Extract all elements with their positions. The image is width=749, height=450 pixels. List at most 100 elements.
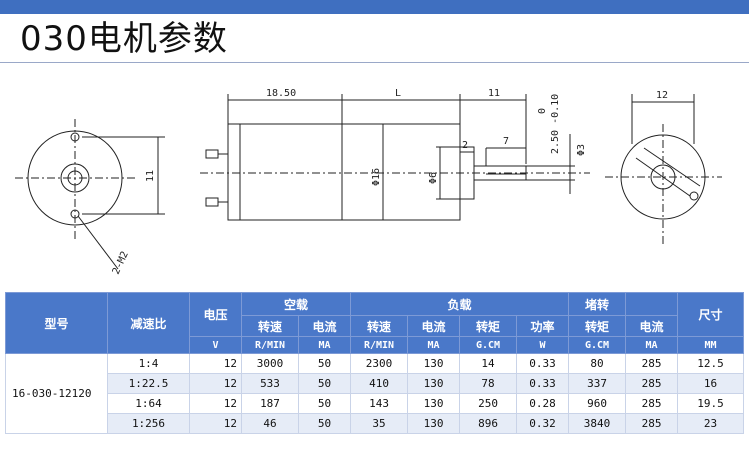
header-row-units: V R/MIN MA R/MIN MA G.CM W G.CM MA MM (6, 336, 745, 354)
cell-l-power: 0.28 (516, 393, 570, 414)
cell-s-torque: 3840 (568, 413, 627, 434)
cell-nl-current: 50 (297, 353, 352, 374)
header-s-torque: 转矩 (568, 315, 627, 337)
header-nl-speed: 转速 (241, 315, 299, 337)
header-l-torque: 转矩 (459, 315, 518, 337)
cell-l-current: 130 (407, 353, 461, 374)
cell-voltage: 12 (189, 353, 242, 374)
cell-l-speed: 2300 (350, 353, 409, 374)
end-view (605, 94, 722, 244)
terminal-top (205, 149, 219, 159)
cell-s-current: 285 (625, 413, 679, 434)
dim-label-end-12: 12 (656, 90, 668, 101)
front-view-leader (77, 215, 119, 270)
cell-s-current: 285 (625, 373, 679, 394)
unit-l-torque: G.CM (459, 336, 518, 354)
header-row-2: 转速 电流 转速 电流 转矩 功率 转矩 电流 (6, 315, 744, 337)
cell-l-speed: 143 (350, 393, 409, 414)
dim-label-phi6: Φ6 (428, 172, 439, 184)
cell-l-torque: 250 (459, 393, 518, 414)
dim-label-phi16: Φ16 (371, 168, 382, 186)
dim-label-11: 11 (488, 88, 500, 99)
header-l-speed: 转速 (350, 315, 409, 337)
cell-l-current: 130 (407, 373, 461, 394)
dim-label-2: 2 (462, 140, 468, 151)
dim-label-tol-top: 0 (537, 108, 548, 114)
header-l-power: 功率 (516, 315, 570, 337)
cell-s-current: 285 (625, 393, 679, 414)
header-no-load: 空载 (240, 292, 352, 316)
header-load: 负载 (350, 292, 570, 316)
cell-ratio: 1:22.5 (107, 373, 190, 394)
cell-l-torque: 896 (459, 413, 518, 434)
cell-nl-speed: 187 (241, 393, 299, 414)
cell-ratio: 1:256 (107, 413, 190, 434)
header-voltage: 电压 (189, 292, 242, 337)
cell-ratio: 1:64 (107, 393, 190, 414)
cell-l-torque: 78 (459, 373, 518, 394)
table-row: 1:64 12 187 50 143 130 250 0.28 960 285 … (6, 393, 745, 414)
cell-l-speed: 410 (350, 373, 409, 394)
cell-size: 12.5 (677, 353, 745, 374)
unit-s-torque: G.CM (568, 336, 627, 354)
unit-voltage: V (189, 336, 242, 354)
end-view-slot (635, 147, 701, 197)
dim-label-tolerance: 2.50 -0.10 (550, 94, 561, 154)
cell-s-torque: 80 (568, 353, 627, 374)
dim-label-front-11: 11 (145, 170, 156, 182)
header-ratio: 减速比 (107, 292, 190, 354)
unit-l-speed: R/MIN (350, 336, 409, 354)
rear-cap (227, 123, 241, 221)
cell-size: 19.5 (677, 393, 745, 414)
front-view (15, 119, 165, 270)
cell-s-current: 285 (625, 353, 679, 374)
dim-label-7: 7 (503, 136, 509, 147)
cell-l-current: 130 (407, 393, 461, 414)
cell-nl-current: 50 (297, 413, 352, 434)
unit-s-current: MA (625, 336, 679, 354)
cell-voltage: 12 (189, 413, 242, 434)
model-cell: 16-030-12120 (5, 353, 108, 434)
cell-l-power: 0.33 (516, 373, 570, 394)
cell-l-torque: 14 (459, 353, 518, 374)
table-row: 1:256 12 46 50 35 130 896 0.32 3840 285 … (6, 413, 745, 434)
terminal-bottom (205, 197, 219, 207)
cell-size: 23 (677, 413, 745, 434)
unit-nl-current: MA (297, 336, 352, 354)
cell-nl-current: 50 (297, 373, 352, 394)
unit-nl-speed: R/MIN (241, 336, 299, 354)
header-l-current: 电流 (407, 315, 461, 337)
dim-label-phi3: Φ3 (576, 144, 587, 156)
gearbox (341, 123, 461, 221)
cell-size: 16 (677, 373, 745, 394)
end-view-screw (689, 191, 699, 201)
dim-label-18-50: 18.50 (266, 88, 296, 99)
cell-nl-speed: 3000 (241, 353, 299, 374)
motor-body (239, 123, 343, 221)
cell-l-power: 0.33 (516, 353, 570, 374)
header-size: 尺寸 (677, 292, 745, 337)
header-model: 型号 (5, 292, 108, 354)
cell-ratio: 1:4 (107, 353, 190, 374)
cell-nl-speed: 46 (241, 413, 299, 434)
side-view (200, 94, 590, 221)
technical-drawing: 18.50 L 11 2 7 0 2.50 -0.10 Φ3 Φ16 Φ6 11… (15, 88, 722, 276)
unit-size: MM (677, 336, 745, 354)
cell-voltage: 12 (189, 373, 242, 394)
spec-table: 型号 减速比 电压 空载 负载 堵转 尺寸 转速 电流 转速 电流 转矩 功率 … (5, 292, 745, 434)
header-stall-blank (625, 292, 679, 316)
cell-nl-speed: 533 (241, 373, 299, 394)
header-stall: 堵转 (568, 292, 627, 316)
unit-l-current: MA (407, 336, 461, 354)
cell-l-current: 130 (407, 413, 461, 434)
top-accent-bar (0, 0, 749, 14)
header-nl-current: 电流 (297, 315, 352, 337)
dim-label-thread: 2-M2 (111, 250, 131, 276)
table-row: 1:22.5 12 533 50 410 130 78 0.33 337 285… (6, 373, 745, 394)
title-divider (0, 62, 749, 63)
cell-s-torque: 337 (568, 373, 627, 394)
cell-nl-current: 50 (297, 393, 352, 414)
header-s-current: 电流 (625, 315, 679, 337)
cell-voltage: 12 (189, 393, 242, 414)
header-row-1: 型号 减速比 电压 空载 负载 堵转 尺寸 (5, 292, 745, 354)
